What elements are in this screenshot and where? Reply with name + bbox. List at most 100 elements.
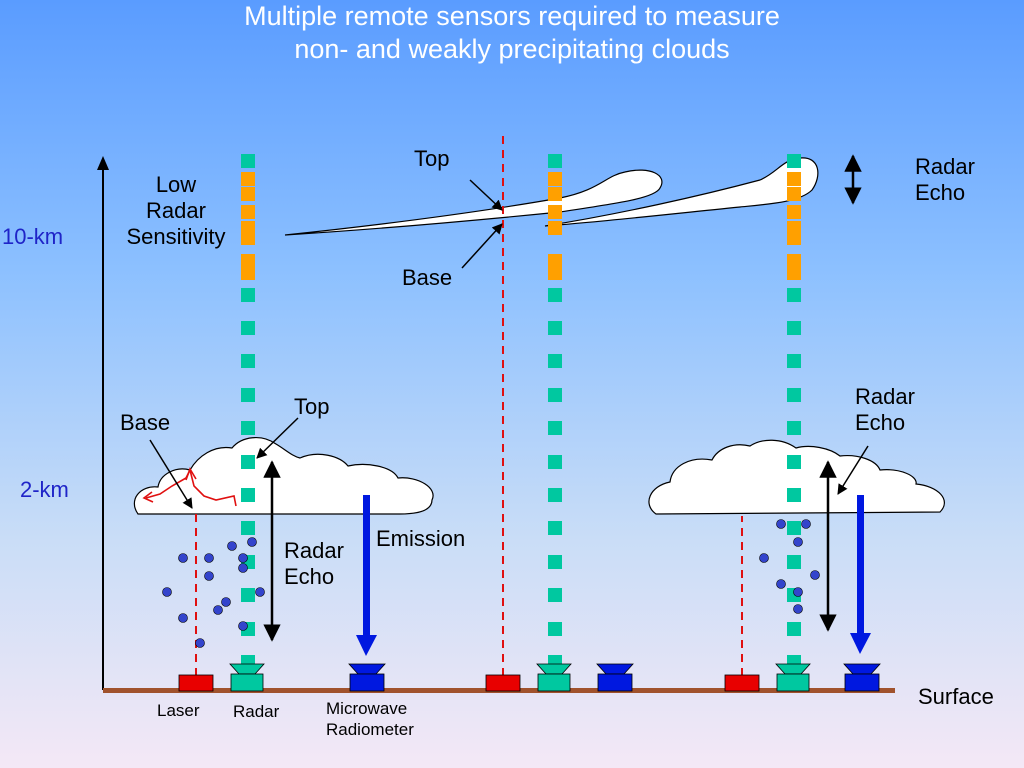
radar-weak-echo-segment xyxy=(787,205,801,219)
laser-scatter-path xyxy=(145,467,237,507)
low-radar-sensitivity-label: Low Radar Sensitivity xyxy=(126,172,226,249)
laser-instrument-1 xyxy=(178,674,214,692)
radar-beam-segment xyxy=(787,254,801,268)
radar-beam-segment xyxy=(787,187,801,201)
drizzle-drop xyxy=(793,537,803,547)
drizzle-drop xyxy=(213,605,223,615)
pointer-high-top xyxy=(469,179,503,211)
radiometer-instrument-1 xyxy=(348,663,386,692)
radar-beam-segment xyxy=(241,388,255,402)
low-cloud-left xyxy=(133,437,434,515)
radar-beam-segment xyxy=(787,521,801,535)
drizzle-drop xyxy=(776,579,786,589)
laser-scatter-arrow-1 xyxy=(142,491,154,503)
radar-beam-segment xyxy=(787,488,801,502)
surface-label: Surface xyxy=(918,684,994,709)
radar-weak-echo-segment xyxy=(241,266,255,280)
drizzle-drop xyxy=(801,519,811,529)
high-cloud-base-label: Base xyxy=(402,265,453,290)
pointer-low-base xyxy=(149,439,193,509)
radar-beam-segment xyxy=(241,588,255,602)
altitude-axis-arrowhead xyxy=(97,156,109,170)
drizzle-drop xyxy=(162,587,172,597)
radar-beam-segment xyxy=(787,455,801,469)
low-cloud-base-label: Base xyxy=(120,410,171,435)
radar-weak-echo-segment xyxy=(241,231,255,245)
emission-arrow-shaft-left xyxy=(363,495,370,637)
slide-title: Multiple remote sensors required to meas… xyxy=(244,1,780,64)
radar-beam-segment xyxy=(241,321,255,335)
laser-scatter-arrow-2 xyxy=(185,467,197,481)
high-cloud xyxy=(284,169,663,236)
drizzle-drop xyxy=(204,553,214,563)
emission-arrow-head-left xyxy=(356,635,377,656)
radar-beam-segment xyxy=(548,521,562,535)
laser-label: Laser xyxy=(157,701,200,720)
radar-beam-segment xyxy=(241,488,255,502)
radar-weak-echo-segment xyxy=(241,172,255,186)
radar-beam-segment xyxy=(548,154,562,168)
radar-beam-segment xyxy=(241,154,255,168)
drizzle-drop xyxy=(247,537,257,547)
drizzle-drop xyxy=(793,587,803,597)
radar-instrument-1 xyxy=(229,663,265,692)
radar-beam-segment xyxy=(548,622,562,636)
radar-beam-segment xyxy=(241,521,255,535)
drizzle-drop xyxy=(810,570,820,580)
drizzle-drop xyxy=(204,571,214,581)
laser-instrument-3 xyxy=(724,674,760,692)
low-radar-echo-label-right: Radar Echo xyxy=(855,384,915,435)
radar-beam-segment xyxy=(241,187,255,201)
emission-arrow-shaft-right xyxy=(857,495,864,635)
drizzle-drop xyxy=(793,604,803,614)
radar-beam-segment xyxy=(787,288,801,302)
drizzle-drop xyxy=(255,587,265,597)
pointer-high-base xyxy=(461,223,503,269)
radar-beam-segment xyxy=(241,354,255,368)
drizzle-drop xyxy=(178,553,188,563)
radar-beam-segment xyxy=(241,254,255,268)
radar-beam-segment xyxy=(787,321,801,335)
laser-instrument-2 xyxy=(485,674,521,692)
radar-beam-segment xyxy=(548,254,562,268)
drizzle-drop xyxy=(178,613,188,623)
radar-beam-segment xyxy=(548,555,562,569)
radiometer-instrument-3 xyxy=(843,663,881,692)
radar-weak-echo-segment xyxy=(548,205,562,219)
drizzle-drop xyxy=(238,553,248,563)
emission-label: Emission xyxy=(376,526,466,551)
radar-weak-echo-segment xyxy=(241,205,255,219)
low-radar-echo-label-left: Radar Echo xyxy=(284,538,344,589)
pointer-right-echo xyxy=(837,445,869,495)
drizzle-drop xyxy=(238,563,248,573)
low-cloud-right xyxy=(648,439,945,515)
drizzle-drop xyxy=(221,597,231,607)
radar-instrument-2 xyxy=(536,663,572,692)
radar-beam-segment xyxy=(548,588,562,602)
radar-beam-segment xyxy=(787,354,801,368)
radar-weak-echo-segment xyxy=(548,266,562,280)
drizzle-drop xyxy=(776,519,786,529)
radiometer-instrument-2 xyxy=(596,663,634,692)
radar-beam-segment xyxy=(787,555,801,569)
low-cloud-top-label: Top xyxy=(294,394,330,419)
radar-weak-echo-segment xyxy=(548,172,562,186)
radar-beam-segment xyxy=(548,388,562,402)
radar-beam-segment xyxy=(548,421,562,435)
radar-weak-echo-segment xyxy=(787,172,801,186)
radar-beam-segment xyxy=(787,622,801,636)
emission-arrow-head-right xyxy=(850,633,871,654)
radar-beam-segment xyxy=(548,221,562,235)
radar-beam-segment xyxy=(548,488,562,502)
radar-beam-segment xyxy=(241,288,255,302)
radar-beam-segment xyxy=(548,187,562,201)
instruments-group xyxy=(178,663,881,692)
radar-beam-segment xyxy=(787,154,801,168)
drizzle-drop xyxy=(238,621,248,631)
radar-weak-echo-segment xyxy=(787,266,801,280)
drizzle-drop xyxy=(759,553,769,563)
radar-beam-segment xyxy=(548,455,562,469)
pointer-low-top xyxy=(256,417,299,459)
radar-instrument-3 xyxy=(775,663,811,692)
